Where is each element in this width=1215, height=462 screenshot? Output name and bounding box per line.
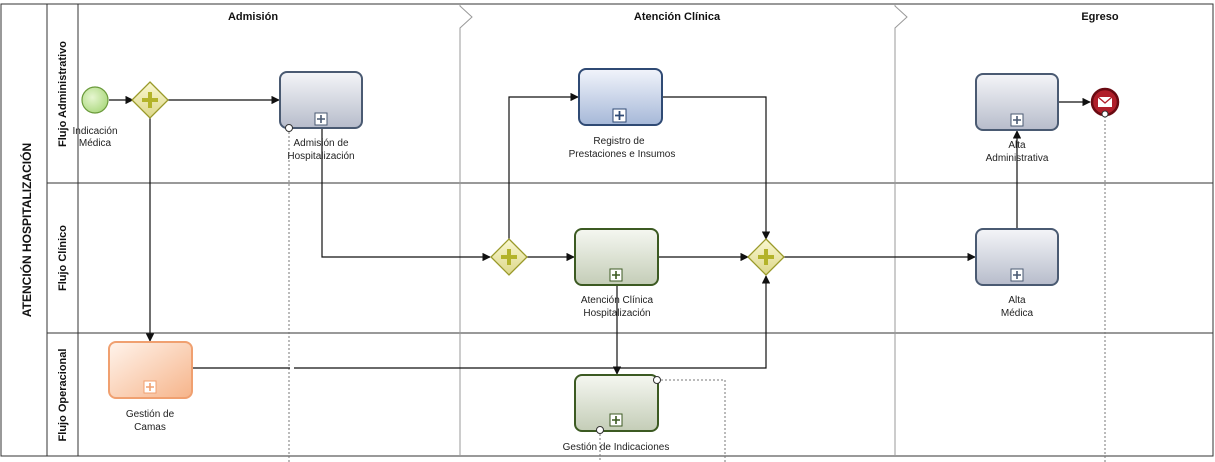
association-lines: [288, 112, 1106, 462]
task-registro-label-line1: Registro de: [593, 136, 645, 147]
plus-icon: [758, 249, 774, 265]
task-indicaciones-label: Gestión de Indicaciones: [563, 442, 670, 453]
task-registro-prestaciones[interactable]: [578, 68, 663, 126]
lane-label-operacional: Flujo Operacional: [57, 349, 69, 442]
task-atencion-label-line2: Hospitalización: [583, 308, 650, 319]
phase-header-atencion-clinica: Atención Clínica: [634, 11, 721, 23]
sequence-flows: [109, 92, 1091, 375]
task-atencion-label-line1: Atención Clínica: [581, 295, 654, 306]
association-connector-icon: [1101, 110, 1109, 118]
flow-camas-to-gateway3: [192, 276, 766, 369]
task-camas-label-line1: Gestión de: [126, 409, 175, 420]
subprocess-marker-icon: [314, 112, 328, 126]
phase-separators: [459, 4, 908, 456]
subprocess-marker-icon: [1010, 113, 1024, 127]
parallel-gateway-join[interactable]: [747, 238, 785, 276]
task-gestion-camas[interactable]: [108, 341, 193, 399]
task-camas-label-line2: Camas: [134, 422, 166, 433]
task-registro-label-line2: Prestaciones e Insumos: [569, 149, 676, 160]
subprocess-marker-icon: [1010, 268, 1024, 282]
task-alta-medica-label-line2: Médica: [1001, 308, 1034, 319]
parallel-gateway-split-1[interactable]: [131, 81, 169, 119]
task-alta-medica[interactable]: [975, 228, 1059, 286]
parallel-gateway-split-2[interactable]: [490, 238, 528, 276]
start-event-label-line1: Indicación: [72, 126, 117, 137]
end-event-message[interactable]: [1090, 87, 1120, 118]
lane-label-clinico: Flujo Clínico: [57, 225, 69, 291]
task-admision-label-line1: Admisión de: [293, 138, 348, 149]
task-gestion-indicaciones[interactable]: [574, 374, 661, 434]
flow-admision-to-gateway2: [321, 128, 491, 262]
plus-icon: [142, 92, 158, 108]
task-alta-admin-label-line1: Alta: [1008, 140, 1026, 151]
envelope-icon: [1097, 96, 1113, 107]
task-alta-administrativa[interactable]: [975, 73, 1059, 131]
subprocess-marker-icon: [609, 268, 623, 282]
association-connector-icon: [596, 426, 604, 434]
flow-registro-to-gateway3: [662, 96, 771, 240]
task-admision-label-line2: Hospitalización: [287, 151, 354, 162]
plus-icon: [501, 249, 517, 265]
task-alta-medica-label-line1: Alta: [1008, 295, 1026, 306]
start-event-label-line2: Médica: [79, 138, 112, 149]
task-atencion-clinica[interactable]: [574, 228, 659, 286]
lane-label-administrativo: Flujo Administrativo: [57, 41, 69, 147]
subprocess-marker-icon: [143, 380, 157, 394]
task-admision-hospitalizacion[interactable]: [279, 71, 363, 132]
start-event[interactable]: [81, 86, 109, 114]
subprocess-marker-icon: [612, 108, 627, 123]
flow-gateway2-to-registro: [508, 92, 579, 239]
phase-header-egreso: Egreso: [1081, 11, 1119, 23]
phase-header-admision: Admisión: [228, 11, 278, 23]
subprocess-marker-icon: [609, 413, 623, 427]
association-connector-icon: [653, 376, 661, 384]
pool-title: ATENCIÓN HOSPITALIZACIÓN: [19, 143, 34, 317]
task-alta-admin-label-line2: Administrativa: [986, 153, 1049, 164]
association-connector-icon: [285, 124, 293, 132]
